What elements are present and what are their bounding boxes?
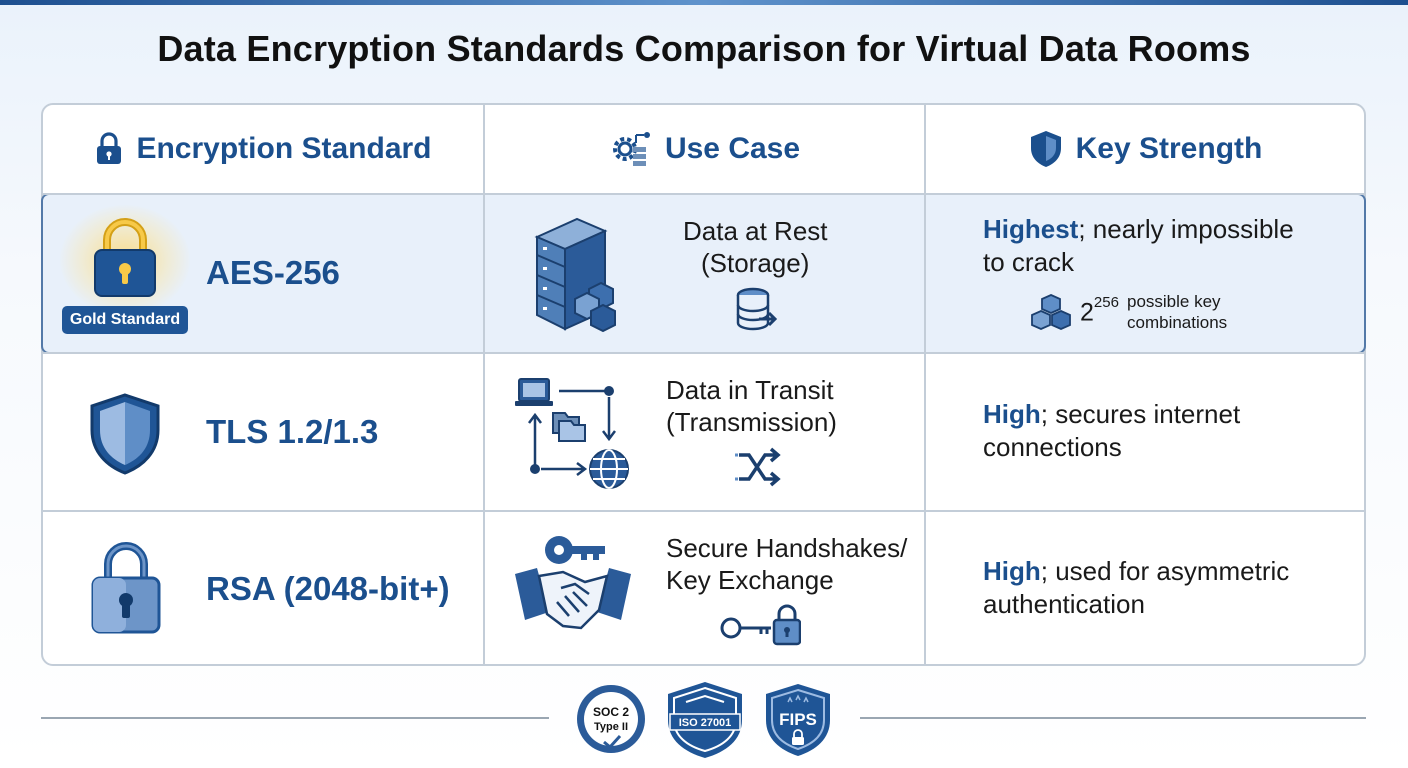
strength-desc: to crack [983,247,1075,277]
comparison-table: Encryption Standard Use Case Key Strengt… [41,103,1366,666]
use-case-line: Data in Transit [666,375,834,405]
header-label: Key Strength [1075,132,1263,165]
key-strength-text: High; used for asymmetric authentication [983,555,1289,621]
column-divider [924,105,926,664]
gear-network-icon [612,132,650,166]
row-divider [43,352,1364,354]
handshake-key-icon [515,536,631,630]
use-case-line: (Transmission) [666,407,837,437]
fips-shield-icon: FIPS [766,684,830,756]
strength-desc: ; secures internet [1040,399,1241,429]
header-key-strength: Key Strength [926,105,1364,193]
header-encryption-standard: Encryption Standard [43,105,483,193]
use-case-text: Data at Rest (Storage) [683,215,828,279]
header-label: Encryption Standard [136,132,432,165]
strength-desc: connections [983,432,1122,462]
shuffle-icon [735,447,781,487]
use-case-text: Data in Transit (Transmission) [666,374,837,438]
key-lock-icon [720,604,801,646]
strength-desc: ; used for asymmetric [1040,556,1290,586]
row-divider [43,510,1364,512]
combinations-label: possible key combinations [1127,291,1227,333]
header-label: Use Case [664,132,801,165]
use-case-text: Secure Handshakes/ Key Exchange [666,532,907,596]
soc2-label: SOC 2 [593,705,629,719]
top-accent-bar [0,0,1408,5]
server-icon [534,217,616,333]
lock-icon [91,542,161,634]
gold-lock-icon [94,218,156,297]
header-use-case: Use Case [485,105,924,193]
strength-desc: authentication [983,589,1145,619]
shield-icon [90,393,160,475]
network-flow-icon [515,378,629,489]
soc2-type-label: Type II [594,721,628,733]
use-case-line: Secure Handshakes/ [666,533,908,563]
standard-name: RSA (2048-bit+) [206,570,450,607]
gold-standard-badge: Gold Standard [62,306,188,334]
key-space-exponent: 2256 [1080,294,1119,327]
standard-name: AES-256 [206,254,340,291]
combinations-line: possible key [1127,292,1221,311]
strength-level: High [983,399,1041,429]
fips-label: FIPS [779,710,817,729]
shield-icon [1030,131,1061,167]
exponent-power: 256 [1093,294,1119,311]
highlighted-row [41,193,1366,354]
use-case-line: Data at Rest [683,216,828,246]
use-case-line: (Storage) [701,248,810,278]
column-divider [483,105,485,664]
row-divider [43,193,1364,195]
footer-divider [860,717,1366,719]
cubes-icon [1031,294,1071,330]
key-strength-text: High; secures internet connections [983,398,1240,464]
footer-divider [41,717,549,719]
lock-icon [97,132,122,164]
iso-shield-icon: ISO 27001 [668,682,742,758]
key-strength-text: Highest; nearly impossible to crack [983,213,1294,279]
combinations-line: combinations [1127,313,1228,332]
use-case-line: Key Exchange [666,565,834,595]
exponent-base: 2 [1080,298,1094,327]
soc2-seal-icon: SOC 2 Type II [577,685,645,753]
database-arrow-icon [736,287,778,331]
page-title: Data Encryption Standards Comparison for… [157,28,1251,69]
standard-name: TLS 1.2/1.3 [206,413,379,450]
iso-label: ISO 27001 [679,717,732,729]
strength-level: High [983,556,1041,586]
strength-desc: ; nearly impossible [1078,214,1294,244]
strength-level: Highest [983,214,1079,244]
